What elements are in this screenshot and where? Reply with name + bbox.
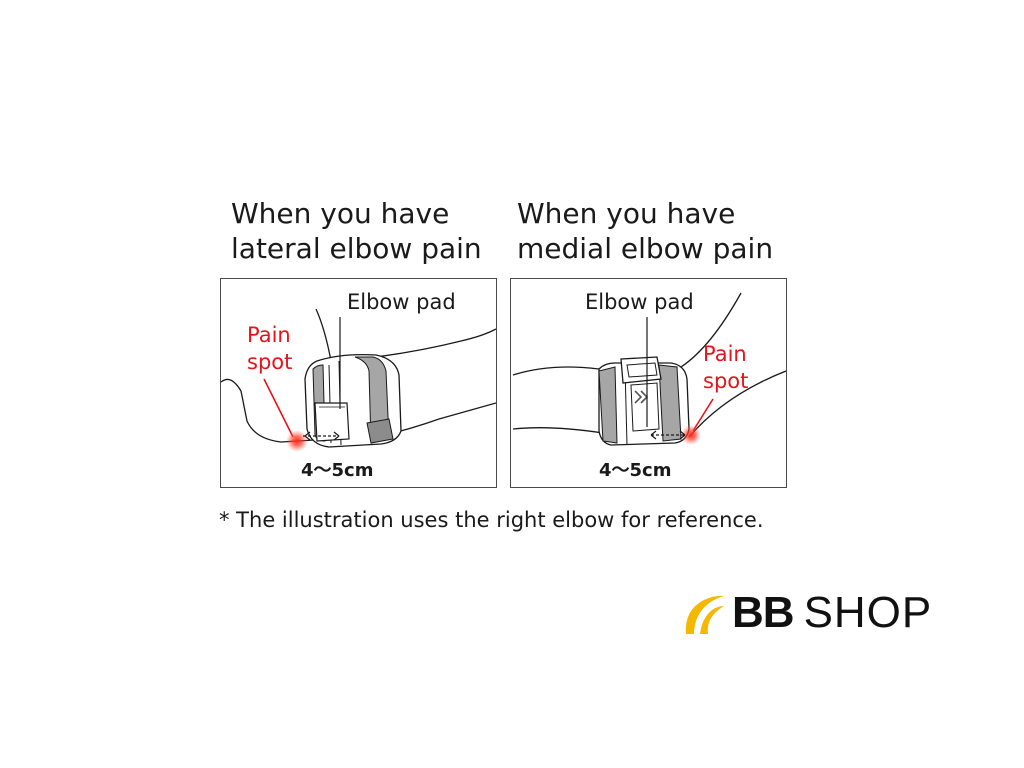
medial-heading-line1: When you have <box>517 197 736 230</box>
lateral-measure-label: 4～5cm <box>301 460 374 481</box>
medial-pain-label-line2: spot <box>703 369 749 393</box>
reference-note: * The illustration uses the right elbow … <box>219 508 764 532</box>
lateral-heading: When you have lateral elbow pain <box>231 196 482 266</box>
medial-elbow-panel: Elbow pad Pain spot 4～5cm <box>510 278 787 488</box>
medial-measure-label: 4～5cm <box>599 460 672 481</box>
logo-bb-text: BB <box>732 588 795 637</box>
medial-heading: When you have medial elbow pain <box>517 196 773 266</box>
lateral-heading-line2: lateral elbow pain <box>231 232 482 265</box>
medial-elbow-illustration <box>512 292 786 446</box>
lateral-elbow-pad-label: Elbow pad <box>347 290 456 314</box>
lateral-pain-label-line1: Pain <box>247 323 291 347</box>
medial-heading-line2: medial elbow pain <box>517 232 774 265</box>
medial-pain-label-line1: Pain <box>703 342 747 366</box>
logo-shop-text: SHOP <box>803 588 933 637</box>
lateral-heading-line1: When you have <box>231 197 450 230</box>
lateral-pain-label-line2: spot <box>247 350 293 374</box>
medial-elbow-pad-label: Elbow pad <box>585 290 694 314</box>
lateral-elbow-panel: Elbow pad Pain spot 4～5cm <box>220 278 497 488</box>
logo-swoosh-icon <box>685 595 724 634</box>
lateral-elbow-illustration <box>221 308 496 452</box>
bb-shop-logo: BB SHOP <box>680 588 933 637</box>
